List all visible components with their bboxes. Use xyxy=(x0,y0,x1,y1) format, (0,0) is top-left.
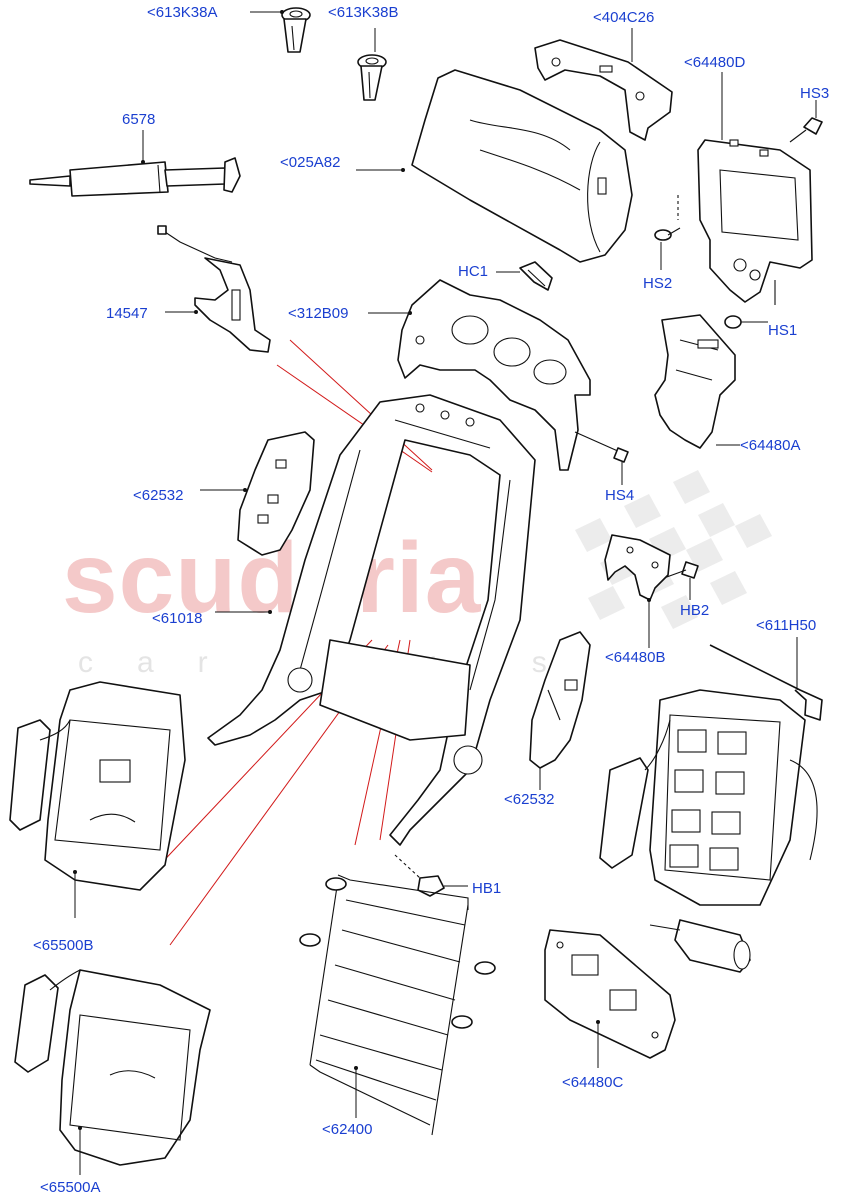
part-HS2 xyxy=(654,195,681,270)
part-14547 xyxy=(157,225,271,353)
part-65500A xyxy=(14,969,211,1175)
callout-404C26: <404C26 xyxy=(593,9,655,26)
part-404C26 xyxy=(534,28,673,141)
callout-HB1: HB1 xyxy=(472,880,502,897)
callout-HS3: HS3 xyxy=(800,85,830,102)
callout-6578: 6578 xyxy=(122,111,156,128)
callout-65500A: <65500A xyxy=(40,1179,101,1196)
part-62400 xyxy=(299,874,496,1136)
part-HC1 xyxy=(496,261,553,291)
callout-64480D: <64480D xyxy=(684,54,746,71)
part-64480A xyxy=(654,314,740,449)
part-613K38A xyxy=(250,7,311,53)
callout-62532-lower: <62532 xyxy=(504,791,555,808)
part-312B09 xyxy=(368,279,591,471)
callout-62532-upper: <62532 xyxy=(133,487,184,504)
part-62532-upper xyxy=(200,431,315,556)
callout-61018: <61018 xyxy=(152,610,203,627)
part-HB2 xyxy=(663,561,699,600)
part-64480C xyxy=(544,929,676,1068)
callout-65500B: <65500B xyxy=(33,937,94,954)
part-611H50 xyxy=(599,637,823,973)
callout-62400: <62400 xyxy=(322,1121,373,1138)
part-HS3 xyxy=(789,100,823,143)
callout-025A82: <025A82 xyxy=(280,154,341,171)
part-62532-lower xyxy=(529,631,591,790)
part-025A82 xyxy=(356,69,633,263)
callout-64480A: <64480A xyxy=(740,437,801,454)
callout-613K38B: <613K38B xyxy=(328,4,399,21)
part-64480B xyxy=(604,534,671,648)
part-6578 xyxy=(29,130,241,197)
part-HS4 xyxy=(574,431,629,485)
part-HB1 xyxy=(394,854,468,897)
callout-312B09: <312B09 xyxy=(288,305,349,322)
callout-611H50: <611H50 xyxy=(756,617,817,634)
part-64480D xyxy=(697,72,813,303)
part-HS1 xyxy=(724,280,776,329)
part-613K38B xyxy=(357,28,387,101)
part-61018 xyxy=(207,394,536,846)
callout-HS2: HS2 xyxy=(643,275,673,292)
callout-HC1: HC1 xyxy=(458,263,489,280)
callout-14547: 14547 xyxy=(106,305,148,322)
callout-613K38A: <613K38A xyxy=(147,4,218,21)
callout-64480B: <64480B xyxy=(605,649,666,666)
callout-HS4: HS4 xyxy=(605,487,635,504)
callout-64480C: <64480C xyxy=(562,1074,624,1091)
callout-HB2: HB2 xyxy=(680,602,710,619)
part-65500B xyxy=(9,681,186,918)
callout-HS1: HS1 xyxy=(768,322,798,339)
